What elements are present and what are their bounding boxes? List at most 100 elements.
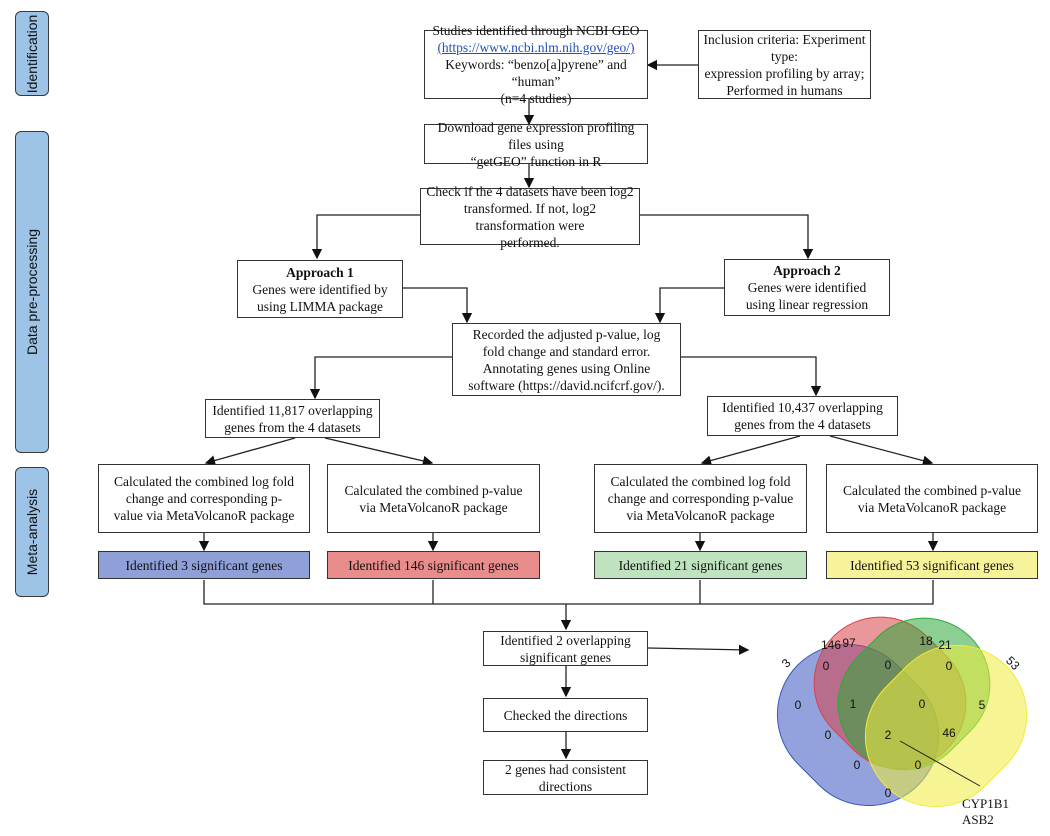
recorded-line1: Recorded the adjusted p-value, log xyxy=(472,326,661,342)
approach2-box: Approach 2 Genes were identified using l… xyxy=(724,259,890,316)
approach2-title: Approach 2 xyxy=(773,263,841,278)
geo-link[interactable]: (https://www.ncbi.nlm.nih.gov/geo/) xyxy=(437,40,635,55)
overlap-10437-box: Identified 10,437 overlapping genes from… xyxy=(707,396,898,436)
log2-line1: Check if the 4 datasets have been log2 xyxy=(426,183,634,199)
venn-region-3-53: 0 xyxy=(885,786,892,800)
venn-region-146-53: 46 xyxy=(942,726,956,740)
inclusion-line1: Inclusion criteria: Experiment type: xyxy=(703,31,866,64)
overlap1-line2: genes from the 4 datasets xyxy=(224,419,361,435)
geo-studies-box: Studies identified through NCBI GEO (htt… xyxy=(424,23,648,106)
overlap2-line1: Identified 10,437 overlapping xyxy=(722,400,883,415)
overlap1-line1: Identified 11,817 overlapping xyxy=(212,402,373,418)
venn-set-21-label: 21 xyxy=(938,638,952,652)
geo-count: (n=4 studies) xyxy=(500,91,572,106)
venn-set-53 xyxy=(864,644,1028,808)
arrow-overlap-sig-to-venn xyxy=(647,644,750,656)
sig-genes-3-box: Identified 3 significant genes xyxy=(98,551,310,579)
gene-callout: CYP1B1 ASB2 xyxy=(962,796,1009,828)
log2-check-box: Check if the 4 datasets have been log2 t… xyxy=(420,184,640,250)
calc-p-1-line2: via MetaVolcanoR package xyxy=(359,499,508,515)
download-box: Download gene expression profiling files… xyxy=(424,120,648,169)
calc-p-1-line1: Calculated the combined p-value xyxy=(344,482,523,498)
calc-p-2-line2: via MetaVolcanoR package xyxy=(857,499,1007,515)
venn-set-146-label: 146 xyxy=(821,638,841,652)
download-line2: “getGEO” function in R xyxy=(470,153,602,169)
callout-line xyxy=(899,740,981,787)
calc-lfc-box-2: Calculated the combined log fold change … xyxy=(594,464,807,533)
directions-line1: Checked the directions xyxy=(503,707,628,723)
phase-preprocessing: Data pre-processing xyxy=(15,131,49,453)
inclusion-criteria-box: Inclusion criteria: Experiment type: exp… xyxy=(698,30,871,99)
sig-genes-21-box: Identified 21 significant genes xyxy=(594,551,807,579)
arrow-log2-to-approach1 xyxy=(311,214,420,260)
approach1-title: Approach 1 xyxy=(286,264,354,280)
venn-region-146-21: 0 xyxy=(885,658,892,672)
geo-line1: Studies identified through NCBI GEO xyxy=(432,23,640,38)
approach1-line1: Genes were identified by xyxy=(252,281,388,297)
calc-p-2-line1: Calculated the combined p-value xyxy=(842,482,1022,498)
sig146-label: Identified 146 significant genes xyxy=(348,557,519,573)
calc-lfc-2-line3: via MetaVolcanoR package xyxy=(626,508,775,523)
calc-lfc-2-line2: change and corresponding p-value xyxy=(607,491,794,506)
gene-asb2: ASB2 xyxy=(962,812,994,827)
venn-set-3-label: 3 xyxy=(779,656,794,671)
arrow-overlap2-to-calc-p-2 xyxy=(829,435,934,466)
gene-cyp1b1: CYP1B1 xyxy=(962,796,1009,811)
geo-keywords: Keywords: “benzo[a]pyrene” and “human” xyxy=(445,57,627,89)
sig21-label: Identified 21 significant genes xyxy=(618,557,783,573)
inclusion-line3: Performed in humans xyxy=(726,82,843,98)
venn-region-3-146: 0 xyxy=(823,659,830,673)
phase-meta-analysis: Meta-analysis xyxy=(15,467,49,597)
venn-region-only-146: 97 xyxy=(842,636,856,650)
calc-lfc-2-line1: Calculated the combined log fold xyxy=(610,474,791,489)
calc-lfc-box-1: Calculated the combined log fold change … xyxy=(98,464,310,533)
sig53-label: Identified 53 significant genes xyxy=(850,557,1014,573)
sig-genes-53-box: Identified 53 significant genes xyxy=(826,551,1038,579)
calc-lfc-1-line1: Calculated the combined log fold xyxy=(114,474,294,489)
venn-region-3-21: 0 xyxy=(825,728,832,742)
arrow-approach1-to-recorded xyxy=(403,287,473,324)
recorded-line3: Annotating genes using Online xyxy=(482,360,651,376)
overlap-sig-line2: significant genes xyxy=(519,649,612,665)
arrow-log2-to-approach2 xyxy=(640,214,814,260)
venn-region-3-21-53: 0 xyxy=(854,758,861,772)
arrow-approach2-to-recorded xyxy=(654,287,724,324)
sig-genes-146-box: Identified 146 significant genes xyxy=(327,551,540,579)
consistent-line2: directions xyxy=(538,778,593,794)
calc-lfc-1-line3: value via MetaVolcanoR package xyxy=(113,508,295,523)
consistent-line1: 2 genes had consistent xyxy=(504,761,627,777)
phase-identification: Identification xyxy=(15,11,49,96)
log2-line2: transformed. If not, log2 transformation… xyxy=(463,200,597,233)
overlap-significant-box: Identified 2 overlapping significant gen… xyxy=(483,631,648,666)
venn-region-146-21-53: 0 xyxy=(919,697,926,711)
arrow-recorded-to-overlap2 xyxy=(681,356,822,397)
recorded-line4: software (https://david.ncifcrf.gov/). xyxy=(468,377,665,393)
calc-p-box-2: Calculated the combined p-value via Meta… xyxy=(826,464,1038,533)
arrow-recorded-to-overlap1 xyxy=(309,356,452,400)
log2-line3: performed. xyxy=(500,234,560,250)
download-line1: Download gene expression profiling files… xyxy=(437,119,635,152)
venn-region-3-146-53: 0 xyxy=(915,758,922,772)
approach1-box: Approach 1 Genes were identified by usin… xyxy=(237,260,403,318)
approach2-line1: Genes were identified xyxy=(747,280,867,295)
overlap2-line2: genes from the 4 datasets xyxy=(734,417,871,432)
merge-line xyxy=(203,580,934,605)
consistent-directions-box: 2 genes had consistent directions xyxy=(483,760,648,795)
approach1-line2: using LIMMA package xyxy=(257,298,383,314)
venn-region-21-53: 0 xyxy=(946,659,953,673)
overlap-sig-line1: Identified 2 overlapping xyxy=(500,632,631,648)
venn-region-only-3: 0 xyxy=(795,698,802,712)
venn-region-only-53: 5 xyxy=(979,698,986,712)
venn-region-only-21: 18 xyxy=(919,634,933,648)
sig3-label: Identified 3 significant genes xyxy=(125,557,283,573)
arrow-overlap1-to-calc-lfc-1 xyxy=(204,437,296,466)
recorded-box: Recorded the adjusted p-value, log fold … xyxy=(452,323,681,396)
arrow-overlap2-to-calc-lfc-2 xyxy=(700,435,801,466)
calc-p-box-1: Calculated the combined p-value via Meta… xyxy=(327,464,540,533)
inclusion-line2: expression profiling by array; xyxy=(704,65,865,81)
approach2-line2: using linear regression xyxy=(745,297,869,312)
venn-region-3-146-21: 1 xyxy=(850,697,857,711)
overlap-11817-box: Identified 11,817 overlapping genes from… xyxy=(205,399,380,438)
